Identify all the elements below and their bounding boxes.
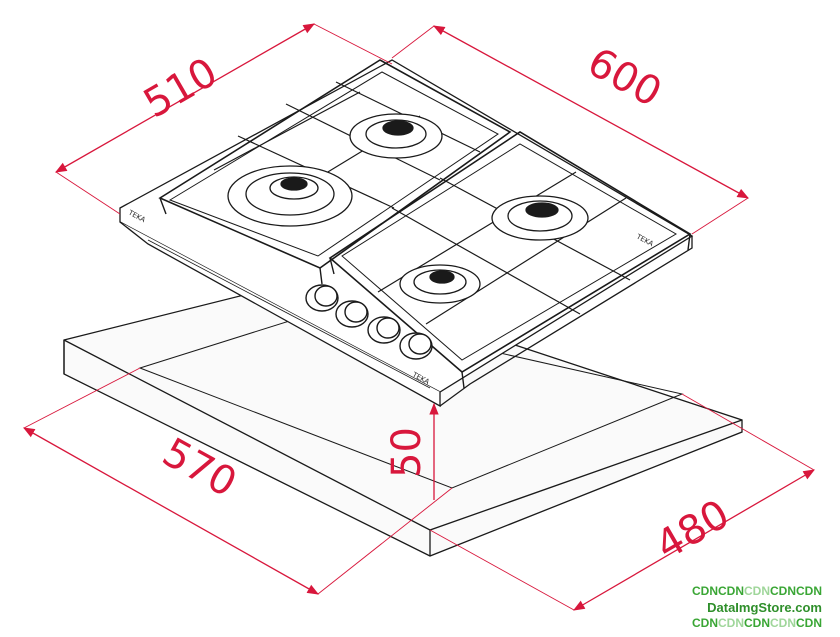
watermark-text: CDN bbox=[692, 616, 718, 630]
control-knobs bbox=[305, 284, 433, 360]
knob-3 bbox=[367, 316, 401, 344]
watermark-text: CDN bbox=[770, 616, 796, 630]
watermark-text: CDN bbox=[796, 616, 822, 630]
dimension-lines bbox=[22, 23, 816, 611]
dim-value-480: 480 bbox=[648, 491, 737, 569]
dim-line-600 bbox=[432, 25, 750, 199]
burner-right bbox=[491, 195, 589, 241]
burner-rear bbox=[349, 113, 443, 159]
watermark-line-1: CDNCDNCDNCDNCDN bbox=[692, 584, 822, 599]
burner-small bbox=[399, 264, 481, 304]
knob-1 bbox=[305, 284, 339, 312]
watermark-text: CDNCDN bbox=[770, 584, 822, 598]
dim-value-600: 600 bbox=[580, 39, 669, 116]
dim-value-510: 510 bbox=[136, 49, 225, 127]
watermark-text: CDN bbox=[744, 584, 770, 598]
dim-line-570 bbox=[22, 427, 320, 595]
knob-4 bbox=[399, 332, 433, 360]
watermark-line-3: CDNCDNCDNCDNCDN bbox=[692, 616, 822, 631]
watermark-line-2: DataImgStore.com bbox=[707, 600, 822, 615]
burners bbox=[227, 113, 589, 304]
knob-2 bbox=[335, 300, 369, 328]
dim-value-50: 50 bbox=[384, 427, 430, 478]
burner-large bbox=[227, 165, 353, 227]
watermark-text: CDN bbox=[744, 616, 770, 630]
watermark-text: CDN bbox=[718, 616, 744, 630]
dim-line-510 bbox=[54, 23, 316, 173]
dim-line-480 bbox=[572, 469, 816, 611]
watermark-text: CDNCDN bbox=[692, 584, 744, 598]
